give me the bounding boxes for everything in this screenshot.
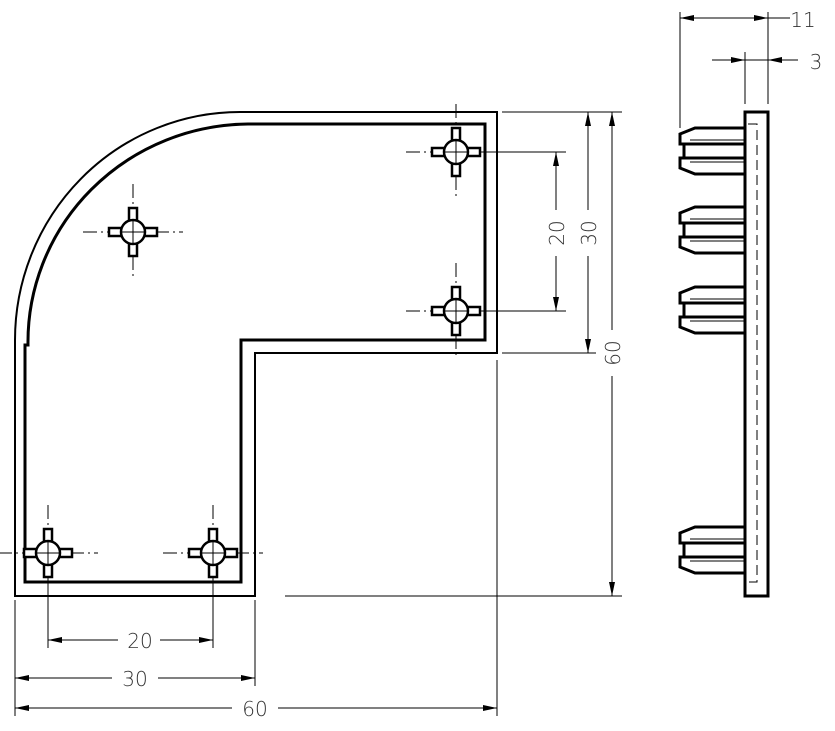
mounting-holes [0, 104, 506, 601]
push-in-pin [678, 126, 745, 176]
mounting-hole [406, 263, 506, 359]
dim-overall-width-label: 60 [242, 697, 267, 721]
push-in-pin [678, 525, 745, 575]
mounting-hole [0, 505, 98, 601]
side-pins [678, 126, 745, 575]
dim-overall-height-label: 60 [601, 340, 625, 365]
side-view: 11 3 [678, 8, 823, 598]
dim-right-holes-label: 20 [545, 220, 569, 245]
dim-bottom-holes-label: 20 [127, 629, 152, 653]
dim-bottom-arm-label: 30 [122, 667, 147, 691]
dim-right-arm-label: 30 [577, 220, 601, 245]
mounting-hole [83, 184, 183, 280]
push-in-pin [678, 285, 745, 335]
dim-plate-thickness-label: 3 [810, 50, 823, 74]
side-plate [743, 110, 770, 598]
push-in-pin [678, 205, 745, 255]
bracket-outer-outline [14, 111, 498, 597]
mounting-hole [406, 104, 506, 200]
dimensions-top-view: 20 30 60 20 30 60 [14, 111, 625, 721]
dim-total-depth-label: 11 [790, 8, 815, 32]
top-view [0, 104, 506, 601]
bracket-inner-outline [23, 122, 487, 584]
